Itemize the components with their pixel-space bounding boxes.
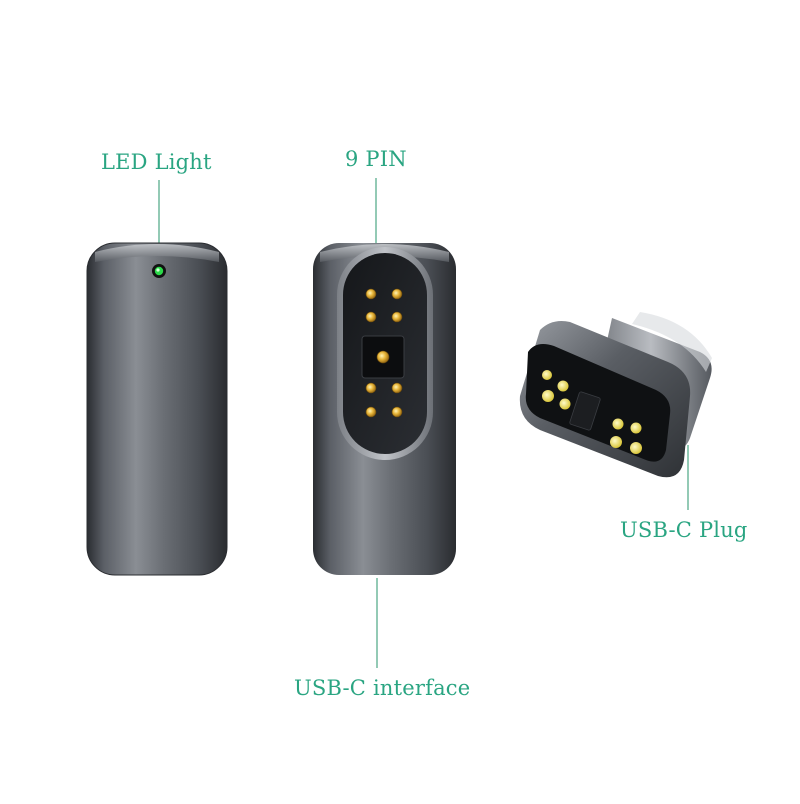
nine-pin-connector <box>313 243 456 575</box>
usbc-interface-label: USB-C interface <box>294 676 471 700</box>
plug-contacts <box>542 370 642 454</box>
usbc-plug-label: USB-C Plug <box>620 518 748 542</box>
led-connector <box>86 242 228 576</box>
usbc-plug <box>519 312 712 478</box>
gold-pins <box>365 288 403 418</box>
nine-pin-label: 9 PIN <box>345 147 407 171</box>
led-light-label: LED Light <box>101 150 212 174</box>
